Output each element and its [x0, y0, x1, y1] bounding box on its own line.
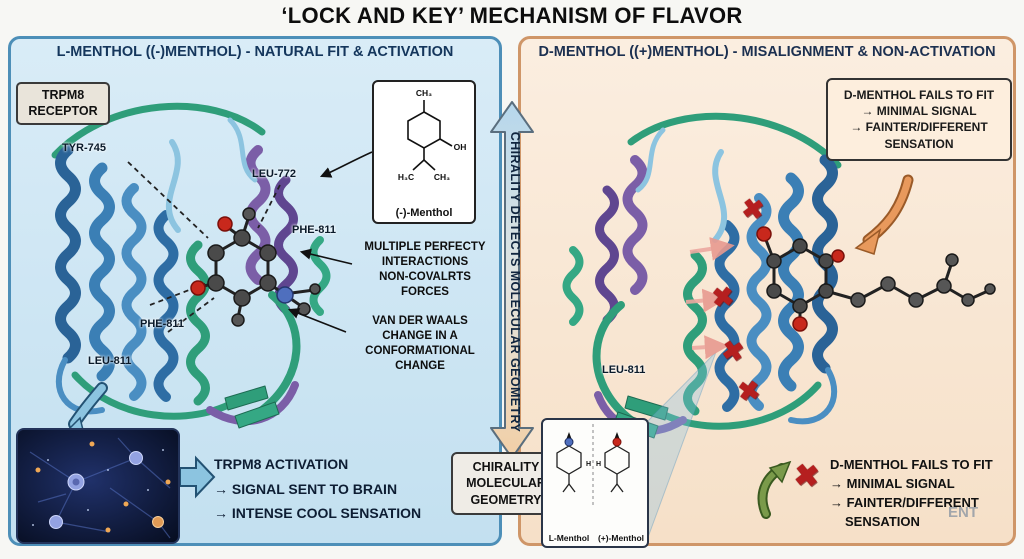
- fail-box-line3: → FAINTER/DIFFERENT: [850, 120, 988, 135]
- neuron-image: [16, 428, 180, 544]
- fail-box-line4: SENSATION: [884, 136, 954, 151]
- menthol-structure-box: CH₃ OH H₃C CH₃ (-)-Menthol: [372, 80, 476, 224]
- annotation1-line3: NON-COVALRTS: [379, 270, 471, 283]
- fail-text-line1: D-MENTHOL FAILS TO FIT: [830, 457, 993, 472]
- annotation2-line3: CONFORMATIONAL: [365, 344, 475, 357]
- activation-result-text: TRPM8 ACTIVATION → SIGNAL SENT TO BRAIN …: [214, 452, 421, 526]
- hydroxyl-label: OH: [454, 142, 467, 152]
- residue-label-tyr745: TYR-745: [62, 142, 107, 154]
- x-icon: ✖: [792, 458, 821, 495]
- fail-result-text: D-MENTHOL FAILS TO FIT → MINIMAL SIGNAL …: [830, 456, 1022, 531]
- chirality-arrow-label: CHIRALITY DETECTS MOLECULAR GEOMETRY: [508, 131, 522, 433]
- left-panel-header: L-MENTHOL ((-)MENTHOL) - NATURAL FIT & A…: [56, 44, 454, 60]
- fail-text-line3: → FAINTER/DIFFERENT: [830, 494, 979, 510]
- fail-text-line4: SENSATION: [845, 513, 920, 529]
- d-menthol-label: (+)-Menthol: [597, 533, 645, 543]
- receptor-label-line1: TRPM8: [41, 88, 85, 102]
- residue-label-leu772: LEU-772: [252, 168, 297, 180]
- enantiomer-structures: H H: [556, 424, 630, 508]
- annotation1-line2: INTERACTIONS: [381, 255, 469, 268]
- page-title: ‘LOCK AND KEY’ MECHANISM OF FLAVOR: [281, 3, 743, 28]
- isopropyl-right-label: CH₃: [434, 172, 450, 182]
- chirality-box-line1: CHIRALITY: [472, 460, 540, 474]
- x-icon: ✖: [740, 192, 766, 226]
- menthol-structure-drawing: CH₃ OH H₃C CH₃: [398, 88, 467, 182]
- residue-label-phe811-lower: PHE-811: [140, 318, 185, 330]
- x-icon: ✖: [736, 374, 762, 408]
- activation-line1: TRPM8 ACTIVATION: [214, 456, 349, 472]
- residue-label-leu811-right: LEU-811: [602, 364, 646, 376]
- right-panel-header: D-MENTHOL ((+)MENTHOL) - MISALIGNMENT & …: [538, 44, 996, 60]
- residue-label-phe811-upper: PHE-811: [292, 224, 337, 236]
- fail-box-line2: → MINIMAL SIGNAL: [861, 104, 977, 119]
- trpm8-protein-right: [533, 90, 873, 460]
- menthol-structure-caption: (-)-Menthol: [395, 207, 453, 219]
- h-label-left: H: [586, 461, 591, 468]
- chirality-box-line3: GEOMETRY: [470, 492, 542, 507]
- methyl-top-label: CH₃: [416, 88, 432, 98]
- x-icon: ✖: [710, 280, 736, 314]
- isopropyl-left-label: H₃C: [398, 172, 414, 182]
- trpm8-protein-left: [20, 80, 360, 450]
- fail-box-line1: D-MENTHOL FAILS TO FIT: [843, 88, 995, 102]
- watermark: ENT: [948, 504, 978, 521]
- residue-label-leu811-left: LEU-811: [88, 355, 132, 367]
- interactions-annotation: MULTIPLE PERFECTY INTERACTIONS NON-COVAL…: [352, 240, 498, 300]
- annotation2-line4: CHANGE: [395, 359, 445, 372]
- activation-line2: → SIGNAL SENT TO BRAIN: [214, 480, 398, 497]
- annotation1-line1: MULTIPLE PERFECTY: [364, 241, 486, 253]
- fail-text-line2: → MINIMAL SIGNAL: [830, 475, 955, 491]
- van-der-waals-annotation: VAN DER WAALS CHANGE IN A CONFORMATIONAL…: [344, 314, 496, 374]
- h-label-right: H: [596, 461, 601, 468]
- annotation1-line4: FORCES: [401, 285, 449, 298]
- receptor-label-box: TRPM8 RECEPTOR: [16, 82, 110, 126]
- annotation2-line2: CHANGE IN A: [382, 329, 458, 342]
- neuron-illustration: [18, 430, 178, 542]
- l-menthol-label: L-Menthol: [548, 533, 590, 543]
- enantiomer-comparison-box: H H L-Menthol (+)-Menthol: [541, 418, 649, 548]
- receptor-label-line2: RECEPTOR: [28, 103, 98, 118]
- chirality-box-line2: MOLECULAR: [466, 476, 546, 491]
- annotation2-line1: VAN DER WAALS: [372, 315, 468, 327]
- fail-to-fit-box: D-MENTHOL FAILS TO FIT → MINIMAL SIGNAL …: [826, 78, 1012, 161]
- activation-line3: → INTENSE COOL SENSATION: [214, 505, 422, 521]
- x-icon: ✖: [719, 334, 747, 368]
